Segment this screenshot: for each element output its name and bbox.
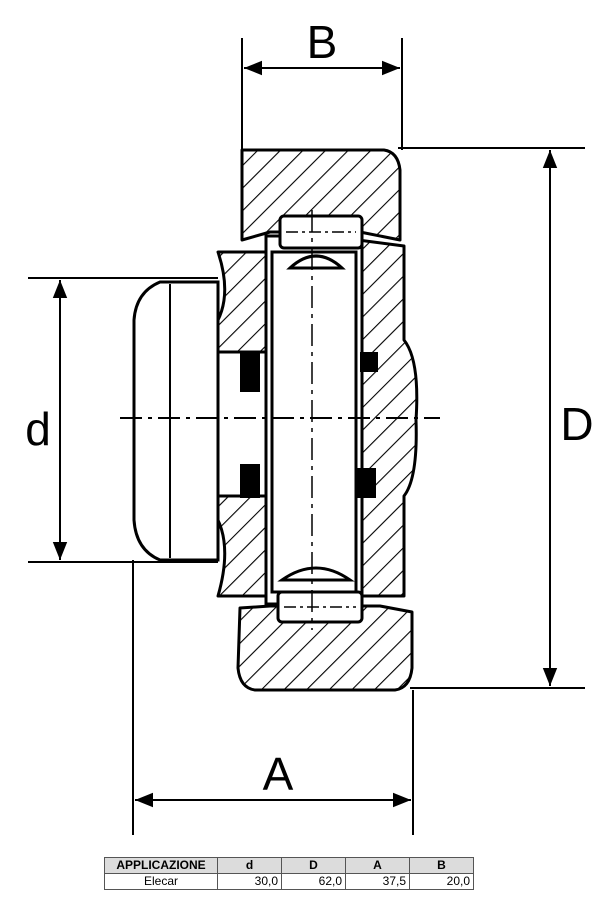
extension-lines [28,38,585,835]
dimension-b-label: B [307,16,338,68]
cell-big-d: 62,0 [281,873,346,890]
dimension-d-outer-label: D [560,398,593,450]
seal-lower-left [240,464,260,498]
cell-application: Elecar [104,873,218,890]
dimension-lines [52,60,558,808]
seals [240,352,378,498]
dimension-a-label: A [263,748,294,800]
seal-lower-right [356,468,376,498]
table-header-row: APPLICAZIONE d D A B [104,857,474,874]
header-big-d: D [281,857,346,874]
roller-bottom [276,590,364,624]
bearing-rings [264,234,364,606]
seal-upper-left [240,352,260,392]
dimension-d-bore-label: d [25,403,51,455]
ball-top [286,254,346,270]
application-table: APPLICAZIONE d D A B Elecar 30,0 62,0 37… [104,857,474,890]
cell-a: 37,5 [345,873,410,890]
rolling-elements [276,214,364,624]
locking-collar [132,280,220,562]
header-a: A [345,857,410,874]
ball-bottom [277,566,355,582]
header-b: B [409,857,474,874]
header-applicazione: APPLICAZIONE [104,857,218,874]
bearing-section-drawing: B d D A [25,16,594,835]
table-row: Elecar 30,0 62,0 37,5 20,0 [104,873,474,890]
housing-bottom-section [236,604,414,692]
seal-upper-right [360,352,378,372]
header-d: d [217,857,282,874]
cell-b: 20,0 [409,873,474,890]
inner-ring-bore [270,250,358,594]
cell-d: 30,0 [217,873,282,890]
